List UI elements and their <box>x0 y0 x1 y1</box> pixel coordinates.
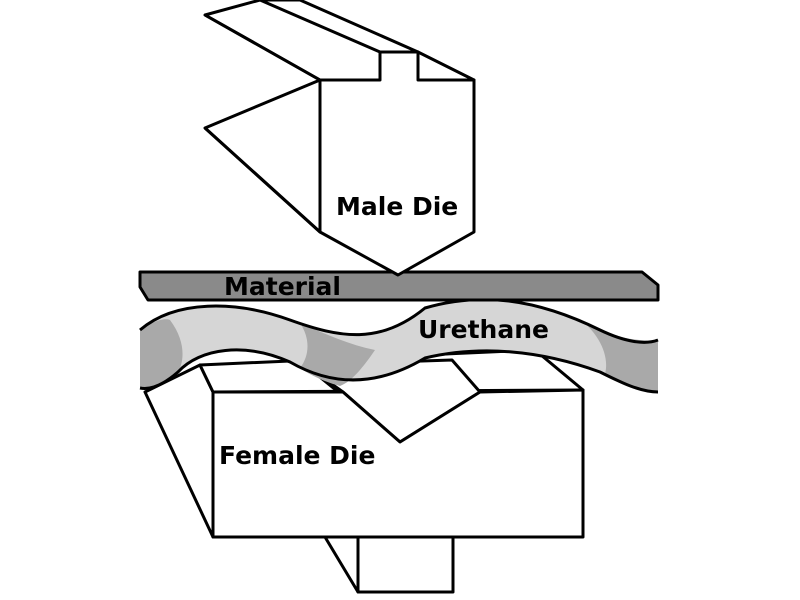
male-die-tang-edge <box>259 0 381 54</box>
male-die-top-edge <box>204 13 321 82</box>
urethane-top-edge <box>139 297 659 344</box>
urethane-bottom-edge <box>139 348 659 394</box>
material-sheet-body <box>138 270 660 302</box>
urethane-label: Urethane <box>418 315 549 344</box>
female-die-tang-side <box>323 535 360 594</box>
female-die <box>143 348 585 594</box>
female-die-label: Female Die <box>219 441 375 470</box>
material-label: Material <box>224 272 341 301</box>
urethane-pad-body <box>140 299 658 392</box>
material-sheet <box>138 270 660 302</box>
female-die-front-face <box>211 388 585 539</box>
male-die-label: Male Die <box>336 192 458 221</box>
urethane-shade-middle <box>300 323 375 386</box>
male-die-tang-right <box>416 50 476 82</box>
male-die-front-face <box>318 50 476 277</box>
male-die <box>203 0 476 277</box>
female-die-side-face <box>143 363 215 539</box>
urethane-shade-right <box>578 318 658 392</box>
female-die-tang <box>356 535 455 594</box>
male-die-side-face <box>203 78 322 234</box>
urethane-pad <box>139 297 659 394</box>
urethane-shade-left <box>140 319 183 389</box>
male-die-bottom-edge <box>203 126 322 234</box>
